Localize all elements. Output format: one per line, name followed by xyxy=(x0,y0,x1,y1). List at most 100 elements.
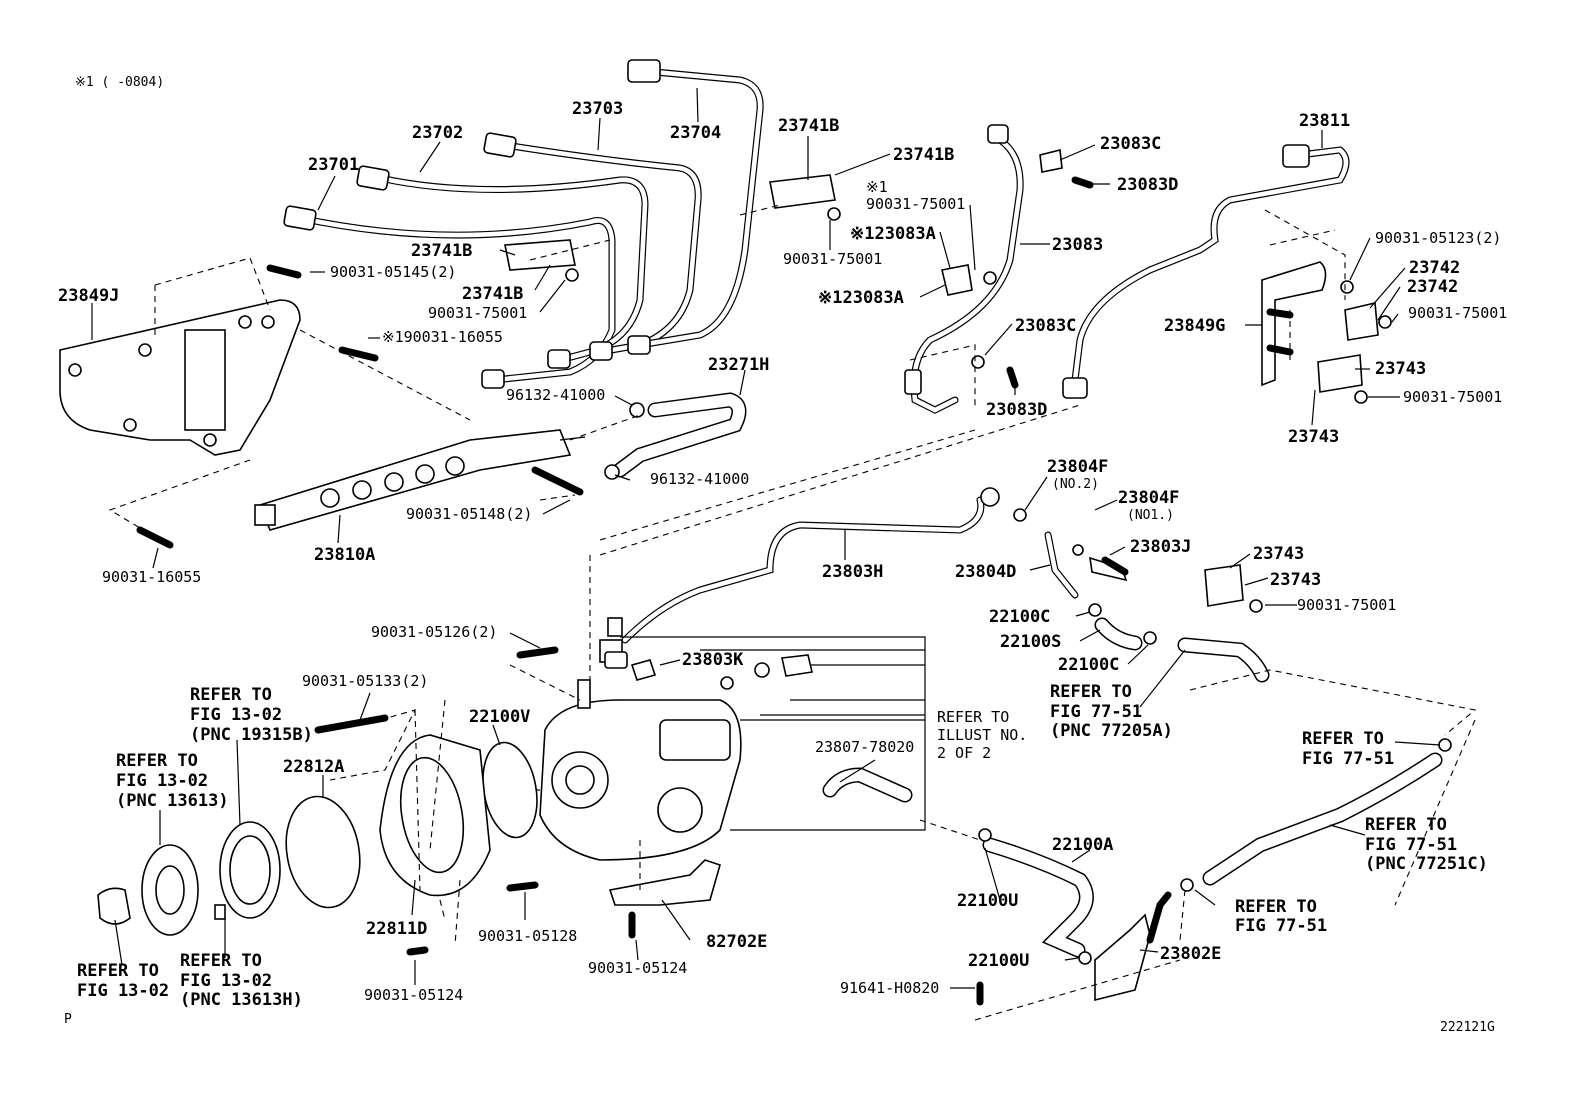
callout-90031-75001-e: 90031-75001 xyxy=(1403,388,1502,406)
orings-and-gaskets xyxy=(285,734,538,909)
refer-illust-l2: ILLUST NO. xyxy=(937,726,1027,744)
refer-77-51-c-l1: REFER TO xyxy=(1365,815,1447,835)
callout-22100U-a: 22100U xyxy=(957,891,1018,911)
callout-22100A: 22100A xyxy=(1052,835,1113,855)
callout-90031-05126: 90031-05126(2) xyxy=(371,623,497,641)
callout-23741B-d: 23741B xyxy=(462,284,523,304)
bracket-23849G xyxy=(1261,261,1392,404)
callout-23703: 23703 xyxy=(572,99,623,119)
refer-77-51-a-l3: (PNC 77205A) xyxy=(1050,721,1173,741)
refer-frame xyxy=(604,636,926,831)
callout-22100C-b: 22100C xyxy=(1058,655,1119,675)
refer-77-51-d-l2: FIG 77-51 xyxy=(1235,916,1327,936)
pipe-23811 xyxy=(1062,144,1350,399)
callout-90031-05128: 90031-05128 xyxy=(478,927,577,945)
refer-13-02-a-l1: REFER TO xyxy=(190,685,272,705)
callout-22100V: 22100V xyxy=(469,707,530,727)
callout-23741B-b: 23741B xyxy=(893,145,954,165)
refer-77-51-a-l1: REFER TO xyxy=(1050,682,1132,702)
assembly-dashed-lines xyxy=(108,204,1477,1021)
callout-23804D: 23804D xyxy=(955,562,1016,582)
refer-77-51-b-l2: FIG 77-51 xyxy=(1302,749,1394,769)
figure-code: 222121G xyxy=(1440,1020,1495,1035)
callout-23804F-b: 23804F xyxy=(1118,488,1179,508)
pipe-23083 xyxy=(904,124,1063,414)
callout-23849J: 23849J xyxy=(58,286,119,306)
callout-no2: (NO.2) xyxy=(1052,477,1099,492)
refer-13-02-d-l2: FIG 13-02 xyxy=(77,981,169,1001)
callout-23083D-a: 23083D xyxy=(1117,175,1178,195)
callout-90031-75001-c: 90031-75001 xyxy=(866,195,965,213)
callout-23742-b: 23742 xyxy=(1407,277,1458,297)
callout-23704: 23704 xyxy=(670,123,721,143)
callout-23083A-a: ※123083A xyxy=(850,224,936,244)
callout-91641-H0820: 91641-H0820 xyxy=(840,979,939,997)
callout-23742-a: 23742 xyxy=(1409,258,1460,278)
refer-13-02-c-l3: (PNC 13613H) xyxy=(180,990,303,1010)
callout-90031-05145: 90031-05145(2) xyxy=(330,263,456,281)
callout-22100C-a: 22100C xyxy=(989,607,1050,627)
callout-no1: (NO1.) xyxy=(1127,508,1174,523)
bracket-23849J xyxy=(59,299,301,456)
callout-90031-16055: 90031-16055 xyxy=(102,568,201,586)
refer-77-51-d-l1: REFER TO xyxy=(1235,897,1317,917)
bolts xyxy=(136,176,1294,1006)
refer-13-02-a-l2: FIG 13-02 xyxy=(190,705,282,725)
refer-illust-l3: 2 OF 2 xyxy=(937,744,991,762)
callout-22812A: 22812A xyxy=(283,757,344,777)
refer-13-02-b-l1: REFER TO xyxy=(116,751,198,771)
callout-star1: ※1 xyxy=(866,178,888,196)
callout-23849G: 23849G xyxy=(1164,316,1225,336)
callout-23743-a: 23743 xyxy=(1375,359,1426,379)
callout-23083A-b: ※123083A xyxy=(818,288,904,308)
callout-23083C-b: 23083C xyxy=(1015,316,1076,336)
callout-96132-41000-a: 96132-41000 xyxy=(506,386,605,404)
refer-77-51-a-l2: FIG 77-51 xyxy=(1050,702,1142,722)
refer-13-02-c-l1: REFER TO xyxy=(180,951,262,971)
callout-23083: 23083 xyxy=(1052,235,1103,255)
part-callouts: 23701 23702 23703 23704 23741B 23741B 23… xyxy=(58,99,1507,1004)
supply-pump xyxy=(520,617,742,861)
footer-left-mark: P xyxy=(64,1012,72,1027)
header-note: ※1 ( -0804) xyxy=(75,75,164,90)
callout-22100S: 22100S xyxy=(1000,632,1061,652)
common-rail-23810A xyxy=(254,429,586,531)
callout-23810A: 23810A xyxy=(314,545,375,565)
callout-23807-78020: 23807-78020 xyxy=(815,738,914,756)
callout-22100U-b: 22100U xyxy=(968,951,1029,971)
callout-90031-05123: 90031-05123(2) xyxy=(1375,229,1501,247)
refer-13-02-d-l1: REFER TO xyxy=(77,961,159,981)
callout-23743-d: 23743 xyxy=(1270,570,1321,590)
callout-90031-05133: 90031-05133(2) xyxy=(302,672,428,690)
callout-23083D-b: 23083D xyxy=(986,400,1047,420)
callout-90031-75001-b: 90031-75001 xyxy=(783,250,882,268)
refer-notes: REFER TO ILLUST NO. 2 OF 2 REFER TO FIG … xyxy=(77,682,1488,1010)
refer-13-02-b-l2: FIG 13-02 xyxy=(116,771,208,791)
callout-23083C-a: 23083C xyxy=(1100,134,1161,154)
callout-90031-16055-x: ※190031-16055 xyxy=(382,328,503,346)
gears xyxy=(97,821,281,936)
refer-77-51-c-l2: FIG 77-51 xyxy=(1365,835,1457,855)
bracket-23802E xyxy=(1094,891,1172,1002)
callout-23804F-a: 23804F xyxy=(1047,457,1108,477)
refer-13-02-a-l3: (PNC 19315B) xyxy=(190,725,313,745)
callout-23741B-c: 23741B xyxy=(411,241,472,261)
callout-23741B-a: 23741B xyxy=(778,116,839,136)
refer-77-51-c-l3: (PNC 77251C) xyxy=(1365,854,1488,874)
refer-13-02-b-l3: (PNC 13613) xyxy=(116,791,229,811)
callout-23802E: 23802E xyxy=(1160,944,1221,964)
callout-90031-05124-a: 90031-05124 xyxy=(588,959,687,977)
callout-96132-41000-b: 96132-41000 xyxy=(650,470,749,488)
clamp-23743-lower xyxy=(1204,564,1263,613)
lower-hoses xyxy=(978,738,1452,965)
pipe-23803H xyxy=(621,487,1128,644)
refer-77-51-b-l1: REFER TO xyxy=(1302,729,1384,749)
callout-90031-05124-b: 90031-05124 xyxy=(364,986,463,1004)
injection-pipes xyxy=(283,59,764,389)
callout-23743-c: 23743 xyxy=(1253,544,1304,564)
callout-23701: 23701 xyxy=(308,155,359,175)
callout-22811D: 22811D xyxy=(366,919,427,939)
callout-90031-75001-d: 90031-75001 xyxy=(1408,304,1507,322)
